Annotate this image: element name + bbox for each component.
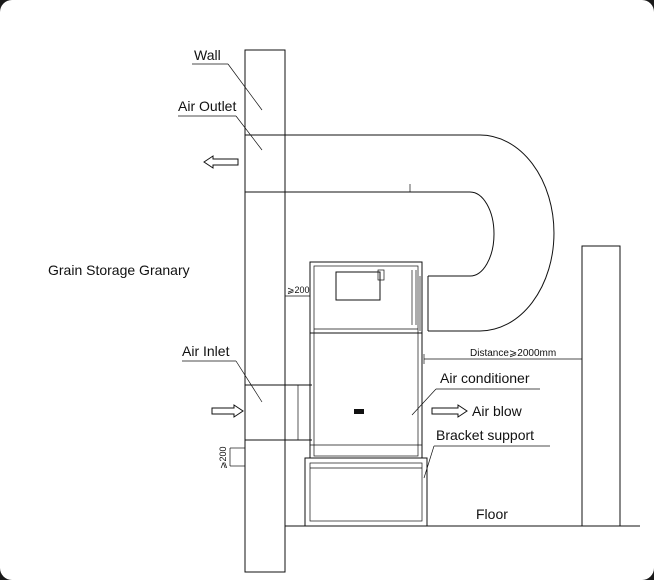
inlet-duct [285, 384, 312, 441]
bracket-support [304, 457, 428, 527]
gap-bottom-label: ⩾200 [218, 446, 228, 469]
distance-dimension [423, 354, 582, 364]
distance-label: Distance⩾2000mm [470, 348, 556, 359]
arrow-right-icon [431, 404, 468, 418]
bracket-support-label: Bracket support [436, 427, 534, 443]
air-conditioner-label: Air conditioner [440, 370, 530, 386]
air-duct [285, 134, 555, 332]
left-wall [244, 49, 286, 573]
floor-label: Floor [476, 506, 508, 522]
gap-dimension-bottom [229, 447, 245, 467]
air-conditioner-unit [309, 261, 423, 459]
arrow-right-icon [211, 404, 244, 418]
air-inlet-label: Air Inlet [182, 343, 230, 359]
right-wall [581, 245, 621, 527]
air-outlet-label: Air Outlet [178, 98, 236, 114]
granary-label: Grain Storage Granary [48, 262, 190, 278]
leader-lines [178, 63, 550, 479]
arrow-left-icon [203, 155, 239, 169]
wall-label: Wall [194, 47, 221, 63]
air-blow-label: Air blow [472, 403, 523, 419]
gap-top-label: ⩾200 [287, 285, 310, 295]
